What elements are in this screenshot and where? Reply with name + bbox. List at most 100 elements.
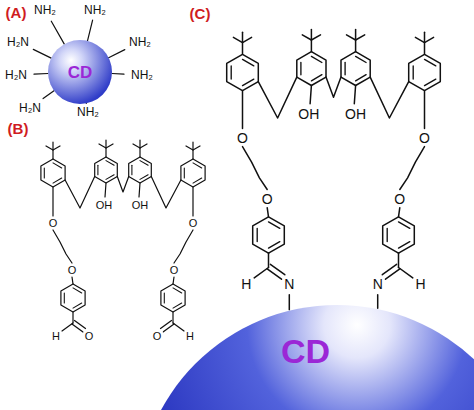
hydroxyl-bond (139, 183, 140, 197)
tert-butyl (311, 40, 313, 52)
amine-bond (43, 91, 54, 99)
double-bond (425, 59, 436, 66)
double-bond (425, 79, 436, 86)
double-bond (399, 222, 410, 229)
ch-bond (399, 268, 413, 278)
panel-label: (C) (189, 6, 212, 21)
double-bond (53, 163, 62, 168)
amine-group: NH₂ (130, 69, 154, 81)
atom-label: H (185, 331, 195, 342)
double-bond (257, 228, 258, 241)
double-bond (382, 264, 396, 274)
ethylene-chain (400, 147, 425, 190)
double-bond (106, 161, 114, 166)
cyclodextrin-sphere: CD (48, 40, 112, 104)
sphere-label: CD (68, 64, 93, 81)
amine-bond (109, 50, 125, 58)
methylene-bridge (326, 77, 341, 97)
ethylene-chain (243, 147, 268, 190)
benzene-ring (383, 217, 415, 253)
carbonyl-bond (72, 312, 73, 323)
ethylene-chain (174, 230, 193, 263)
amine-group: NH₂ (128, 36, 152, 48)
double-bond (173, 303, 182, 308)
double-bond (173, 288, 182, 293)
tert-butyl (242, 32, 244, 42)
amine-bond (112, 73, 124, 75)
benzene-ring (227, 54, 259, 90)
benzene-ring (409, 54, 441, 90)
double-bond (300, 63, 301, 75)
double-bond (243, 79, 254, 86)
sphere-label: CD (281, 334, 330, 368)
carbonyl-bond (172, 312, 173, 323)
double-bond (131, 165, 132, 174)
double-bond (73, 288, 82, 293)
benzene-ring (41, 159, 65, 187)
methylene-bridge (370, 77, 409, 118)
ch-bond (173, 323, 184, 331)
atom-label: O (261, 192, 274, 206)
imine-link (289, 295, 291, 310)
ether-bond (72, 277, 73, 284)
atom-label: O (84, 331, 95, 342)
double-bond (164, 293, 165, 303)
atom-label: N (372, 277, 384, 291)
tert-butyl (52, 150, 53, 159)
methylene-bridge (117, 177, 128, 193)
atom-label: N (283, 277, 295, 291)
methylene-bridge (65, 177, 95, 209)
double-bond (311, 75, 322, 81)
atom-label: OH (344, 107, 367, 121)
amine-bond (51, 21, 64, 44)
methylene-bridge (151, 177, 181, 209)
double-bond (44, 168, 45, 178)
ethylene-chain (53, 230, 72, 263)
amine-group: NH₂ (76, 106, 100, 118)
double-bond (269, 222, 280, 229)
double-bond (75, 321, 86, 329)
atom-label: O (152, 331, 163, 342)
benzene-ring (161, 284, 185, 312)
double-bond (311, 56, 322, 62)
ch-bond (62, 323, 73, 331)
double-bond (140, 175, 148, 180)
panel-label: (B) (7, 121, 30, 136)
hydroxyl-bond (105, 183, 106, 197)
double-bond (413, 66, 414, 79)
hydroxyl-bond (354, 86, 355, 104)
amine-group: NH₂ (33, 4, 57, 16)
tert-butyl (139, 148, 140, 157)
tert-butyl (105, 140, 106, 148)
double-bond (73, 303, 82, 308)
imine-link (377, 295, 379, 308)
ether-bond (424, 91, 426, 129)
tert-butyl (192, 150, 193, 159)
double-bond (193, 178, 202, 183)
ch-bond (254, 268, 268, 278)
double-bond (231, 66, 232, 79)
double-bond (356, 56, 367, 62)
atom-label: O (236, 131, 249, 145)
tert-butyl (242, 43, 244, 55)
amine-group: H₂N (18, 102, 42, 114)
ether-bond (267, 208, 268, 217)
double-bond (64, 293, 65, 303)
double-bond (140, 161, 148, 166)
ether-bond (173, 277, 174, 284)
methylene-bridge (258, 77, 297, 118)
double-bond (193, 163, 202, 168)
tert-butyl (192, 142, 193, 150)
tert-butyl (355, 30, 357, 40)
panel-label: (A) (5, 5, 28, 20)
double-bond (356, 75, 367, 81)
ether-bond (399, 208, 400, 217)
benzene-ring (61, 284, 85, 312)
benzene-ring (253, 217, 285, 253)
double-bond (161, 321, 172, 329)
atom-label: O (393, 192, 406, 206)
carbonyl-bond (398, 253, 400, 267)
double-bond (387, 228, 388, 241)
atom-label: H (51, 331, 61, 342)
atom-label: O (48, 218, 59, 229)
